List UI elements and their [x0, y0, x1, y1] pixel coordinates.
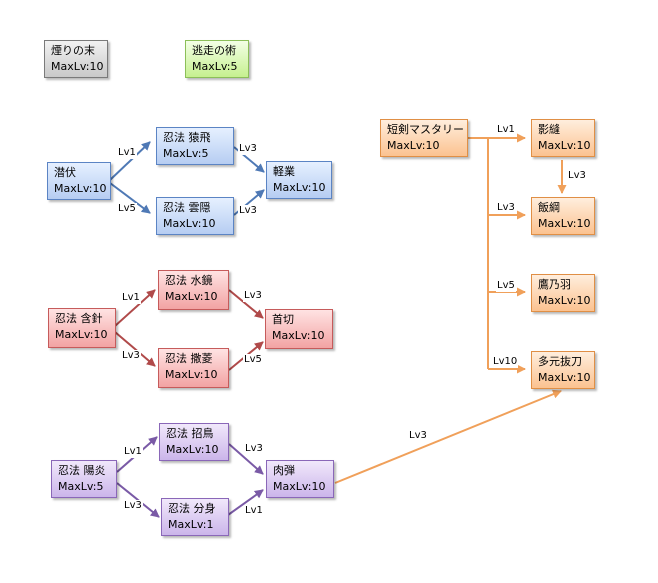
- node-level: MaxLv:10: [51, 60, 104, 73]
- node-name: 逃走の術: [192, 44, 236, 57]
- skill-node-kagerou: 忍法 陽炎 MaxLv:5: [51, 460, 117, 498]
- node-level: MaxLv:10: [54, 182, 107, 195]
- node-name: 軽業: [273, 165, 295, 178]
- orange-tree-arrows: [334, 133, 567, 484]
- skill-node-takanoha: 鷹乃羽 MaxLv:10: [531, 274, 595, 312]
- node-name: 忍法 分身: [168, 502, 216, 515]
- node-name: 煙りの末: [51, 44, 95, 57]
- node-level: MaxLv:10: [538, 371, 591, 384]
- node-name: 忍法 雲隠: [163, 201, 211, 214]
- skill-node-ganshin: 忍法 含針 MaxLv:10: [48, 308, 116, 348]
- arrow-purple-result-to-tagen: [334, 389, 562, 484]
- node-name: 忍法 招鳥: [166, 427, 214, 440]
- skill-node-makibishi: 忍法 撒菱 MaxLv:10: [158, 348, 229, 388]
- node-level: MaxLv:5: [163, 147, 209, 160]
- node-level: MaxLv:10: [55, 328, 108, 341]
- skill-node-karuwaza: 軽業 MaxLv:10: [266, 161, 332, 199]
- edge-label-blue-root-upper: Lv1: [117, 147, 137, 159]
- node-level: MaxLv:10: [163, 217, 216, 230]
- node-level: MaxLv:1: [168, 518, 214, 531]
- edge-label-orange-to-kage: Lv1: [496, 124, 516, 136]
- node-level: MaxLv:10: [273, 181, 326, 194]
- edge-label-purple-root-lower: Lv3: [123, 500, 143, 512]
- node-name: 忍法 撒菱: [165, 352, 213, 365]
- arrow-red-upper-result: [228, 289, 264, 319]
- node-name: 忍法 猿飛: [163, 131, 211, 144]
- edge-label-red-root-upper: Lv1: [121, 292, 141, 304]
- arrow-purple-upper-result: [228, 443, 264, 475]
- node-name: 忍法 水鏡: [165, 274, 213, 287]
- edge-label-red-root-lower: Lv3: [121, 350, 141, 362]
- skill-node-nikudan: 肉弾 MaxLv:10: [266, 460, 334, 498]
- node-name: 潜伏: [54, 166, 76, 179]
- node-level: MaxLv:10: [272, 329, 325, 342]
- node-name: 鷹乃羽: [538, 278, 571, 291]
- arrow-purple-lower-result: [227, 489, 264, 516]
- skill-node-kumogakure: 忍法 雲隠 MaxLv:10: [156, 197, 234, 235]
- node-level: MaxLv:10: [273, 480, 326, 493]
- edge-label-orange-to-takanoha: Lv5: [496, 280, 516, 292]
- node-level: MaxLv:10: [166, 443, 219, 456]
- skill-node-suikyou: 忍法 水鏡 MaxLv:10: [158, 270, 229, 310]
- node-level: MaxLv:10: [538, 139, 591, 152]
- arrow-blue-root-upper: [109, 141, 151, 181]
- node-level: MaxLv:10: [538, 217, 591, 230]
- red-tree-arrows: [114, 289, 264, 371]
- skill-node-kubikiri: 首切 MaxLv:10: [265, 309, 333, 349]
- arrow-blue-root-lower: [109, 182, 151, 214]
- edge-label-orange-kage-izuna: Lv3: [567, 170, 587, 182]
- node-name: 飯綱: [538, 201, 560, 214]
- node-level: MaxLv:10: [165, 290, 218, 303]
- edge-label-orange-to-tagen: Lv10: [492, 356, 519, 368]
- arrow-red-root-lower: [114, 331, 156, 367]
- skill-node-izuna: 飯綱 MaxLv:10: [531, 197, 595, 235]
- node-level: MaxLv:10: [165, 368, 218, 381]
- legend-node-gray: 煙りの末 MaxLv:10: [44, 40, 108, 78]
- legend-node-green: 逃走の術 MaxLv:5: [185, 40, 249, 78]
- skill-node-senpuku: 潜伏 MaxLv:10: [47, 162, 111, 200]
- edge-label-red-upper-result: Lv3: [243, 290, 263, 302]
- edge-label-blue-root-lower: Lv5: [117, 203, 137, 215]
- node-level: MaxLv:10: [387, 139, 440, 152]
- node-name: 短剣マスタリー: [387, 123, 464, 136]
- edge-label-blue-upper-result: Lv3: [238, 143, 258, 155]
- node-name: 肉弾: [273, 464, 295, 477]
- edge-label-purple-to-orange: Lv3: [408, 430, 428, 442]
- edge-label-purple-upper-result: Lv3: [244, 443, 264, 455]
- edge-label-blue-lower-result: Lv3: [238, 205, 258, 217]
- skill-node-bunshin: 忍法 分身 MaxLv:1: [161, 498, 229, 536]
- arrow-red-root-upper: [114, 289, 156, 327]
- node-name: 多元抜刀: [538, 355, 582, 368]
- edge-label-red-lower-result: Lv5: [243, 354, 263, 366]
- node-name: 影縫: [538, 123, 560, 136]
- skill-node-kagenui: 影縫 MaxLv:10: [531, 119, 595, 157]
- edge-label-orange-to-izuna: Lv3: [496, 202, 516, 214]
- node-name: 忍法 含針: [55, 312, 103, 325]
- node-level: MaxLv:10: [538, 294, 591, 307]
- skill-node-dagger-mastery: 短剣マスタリー MaxLv:10: [380, 119, 468, 157]
- skill-node-sarutobi: 忍法 猿飛 MaxLv:5: [156, 127, 234, 165]
- node-name: 忍法 陽炎: [58, 464, 106, 477]
- node-level: MaxLv:5: [58, 480, 104, 493]
- edge-label-purple-lower-result: Lv1: [244, 505, 264, 517]
- skill-node-shouchou: 忍法 招鳥 MaxLv:10: [159, 423, 229, 461]
- skill-node-tagen-battou: 多元抜刀 MaxLv:10: [531, 351, 595, 389]
- node-level: MaxLv:5: [192, 60, 238, 73]
- node-name: 首切: [272, 313, 294, 326]
- edge-label-purple-root-upper: Lv1: [123, 446, 143, 458]
